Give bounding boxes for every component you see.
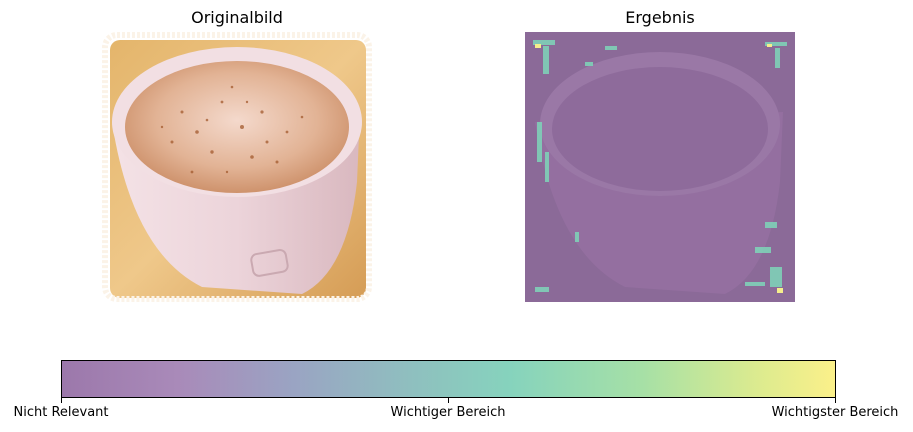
- coffee-foam: [125, 61, 349, 193]
- relevant-edge-regions: [533, 40, 787, 292]
- photo-border: [102, 32, 372, 302]
- result-image: [525, 32, 795, 302]
- result-image-title: Ergebnis: [625, 8, 695, 27]
- relevance-colorbar: [61, 360, 836, 398]
- colorbar-label-important: Wichtiger Bereich: [390, 405, 506, 420]
- colorbar-tick: [61, 398, 62, 403]
- most-relevant-spots: [535, 44, 783, 293]
- colorbar-tick: [448, 398, 449, 403]
- colorbar-tick: [835, 398, 836, 403]
- original-image-title: Originalbild: [191, 8, 283, 27]
- colorbar-label-not-relevant: Nicht Relevant: [13, 405, 109, 420]
- cup-logo: [250, 248, 289, 277]
- cinnamon-specks: [160, 85, 304, 174]
- foam-shadow: [552, 67, 768, 191]
- colorbar-label-most-important: Wichtigster Bereich: [771, 405, 899, 420]
- original-image: [102, 32, 372, 302]
